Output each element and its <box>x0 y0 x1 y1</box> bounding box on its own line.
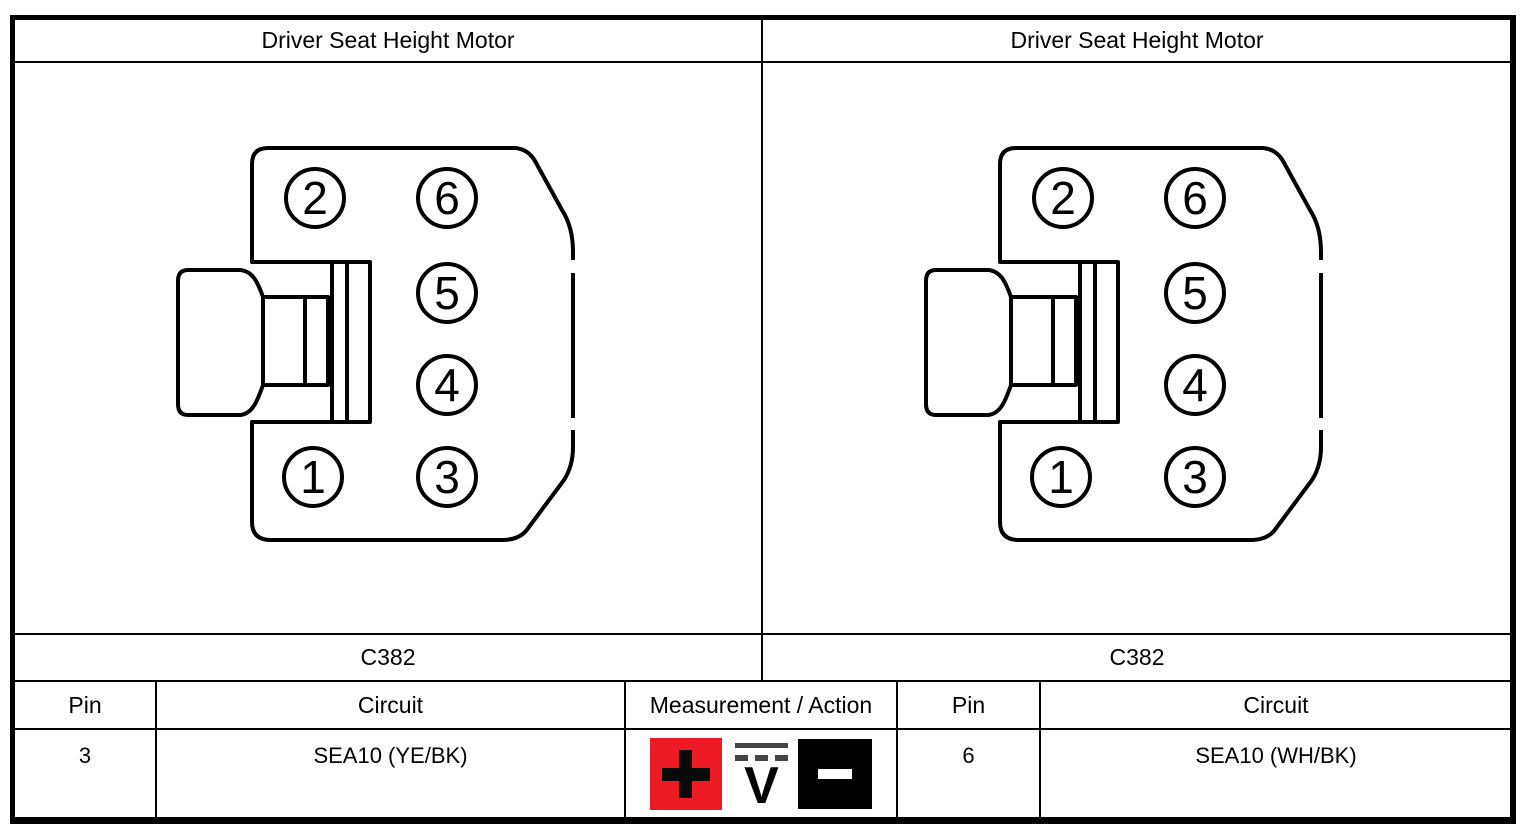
dc-solid-line <box>735 743 788 748</box>
svg-text:4: 4 <box>434 359 460 411</box>
column-divider-pin-circuit-right <box>1039 682 1041 818</box>
panel-divider <box>761 20 763 682</box>
svg-text:4: 4 <box>1182 359 1208 411</box>
pin-cavity-1: 1 <box>282 446 344 508</box>
panel-title-right: Driver Seat Height Motor <box>1010 27 1264 53</box>
svg-text:3: 3 <box>434 451 460 503</box>
circuit-value-right: SEA10 (WH/BK) <box>1195 743 1357 768</box>
pin-cavity-5: 5 <box>1164 262 1226 324</box>
panel-title-left: Driver Seat Height Motor <box>261 27 515 53</box>
dc-dashed-line <box>735 755 788 761</box>
pin-cavity-5: 5 <box>416 262 478 324</box>
pin-cavity-1: 1 <box>1030 446 1092 508</box>
pin-cavity-4: 4 <box>1164 354 1226 416</box>
positive-lead-icon <box>650 738 722 810</box>
plus-bar-vertical <box>679 750 692 798</box>
pin-cavity-6: 6 <box>416 167 478 229</box>
pin-value-right: 6 <box>962 743 975 768</box>
dc-voltage-icon: V <box>735 740 788 815</box>
pin-cavity-3: 3 <box>416 446 478 508</box>
header-measurement-action: Measurement / Action <box>649 691 873 718</box>
column-divider-circuit-measurement <box>624 682 626 818</box>
pin-value-left: 3 <box>78 743 92 768</box>
title-row-divider <box>15 61 1511 63</box>
svg-text:6: 6 <box>434 172 460 224</box>
voltmeter-letter: V <box>744 757 779 815</box>
svg-text:1: 1 <box>1048 451 1074 503</box>
svg-text:5: 5 <box>1182 267 1208 319</box>
header-pin-left: Pin <box>68 691 102 718</box>
column-divider-measurement-pin <box>896 682 898 818</box>
header-circuit-left: Circuit <box>357 691 424 718</box>
pin-cavity-2: 2 <box>1032 167 1094 229</box>
connector-label-row-top-divider <box>15 633 1511 635</box>
connector-label-row-bottom-divider <box>15 680 1511 682</box>
svg-text:5: 5 <box>434 267 460 319</box>
pin-cavity-3: 3 <box>1164 446 1226 508</box>
connector-label-right: C382 <box>1109 644 1165 670</box>
connector-diagram-left: 2 6 5 4 1 3 <box>176 146 581 542</box>
svg-text:2: 2 <box>1050 172 1076 224</box>
spec-table-border <box>10 15 1516 824</box>
connector-label-left: C382 <box>360 644 416 670</box>
negative-lead-icon <box>798 739 872 809</box>
pin-cavity-6: 6 <box>1164 167 1226 229</box>
svg-text:1: 1 <box>300 451 326 503</box>
column-divider-pin-circuit-left <box>155 682 157 818</box>
minus-bar <box>818 769 852 779</box>
header-circuit-right: Circuit <box>1243 691 1309 718</box>
measurement-action-icons: V <box>650 738 872 815</box>
circuit-value-left: SEA10 (YE/BK) <box>313 743 468 768</box>
pin-cavity-2: 2 <box>284 167 346 229</box>
pin-cavity-4: 4 <box>416 354 478 416</box>
connector-diagram-right: 2 6 5 4 1 3 <box>924 146 1329 542</box>
svg-text:3: 3 <box>1182 451 1208 503</box>
header-row-divider <box>15 728 1511 730</box>
svg-text:2: 2 <box>302 172 328 224</box>
svg-text:6: 6 <box>1182 172 1208 224</box>
header-pin-right: Pin <box>951 691 986 718</box>
